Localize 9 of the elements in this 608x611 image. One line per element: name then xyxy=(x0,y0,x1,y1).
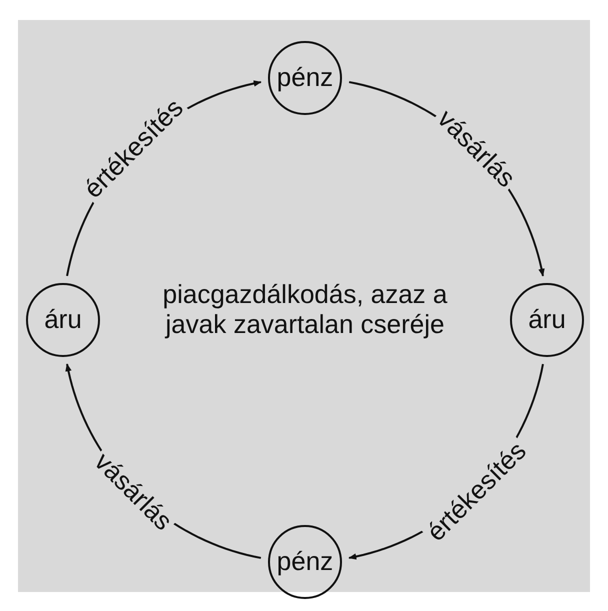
circle-node xyxy=(268,41,342,115)
circle-node xyxy=(510,283,584,357)
center-text: piacgazdálkodás, azaz a javak zavartalan cseréje xyxy=(162,280,448,340)
node-label: pénz xyxy=(276,63,334,93)
node-label: áru xyxy=(528,305,566,335)
node-label: áru xyxy=(44,305,82,335)
node-label: pénz xyxy=(276,547,334,577)
circle-node xyxy=(26,283,100,357)
circle-node xyxy=(268,525,342,599)
